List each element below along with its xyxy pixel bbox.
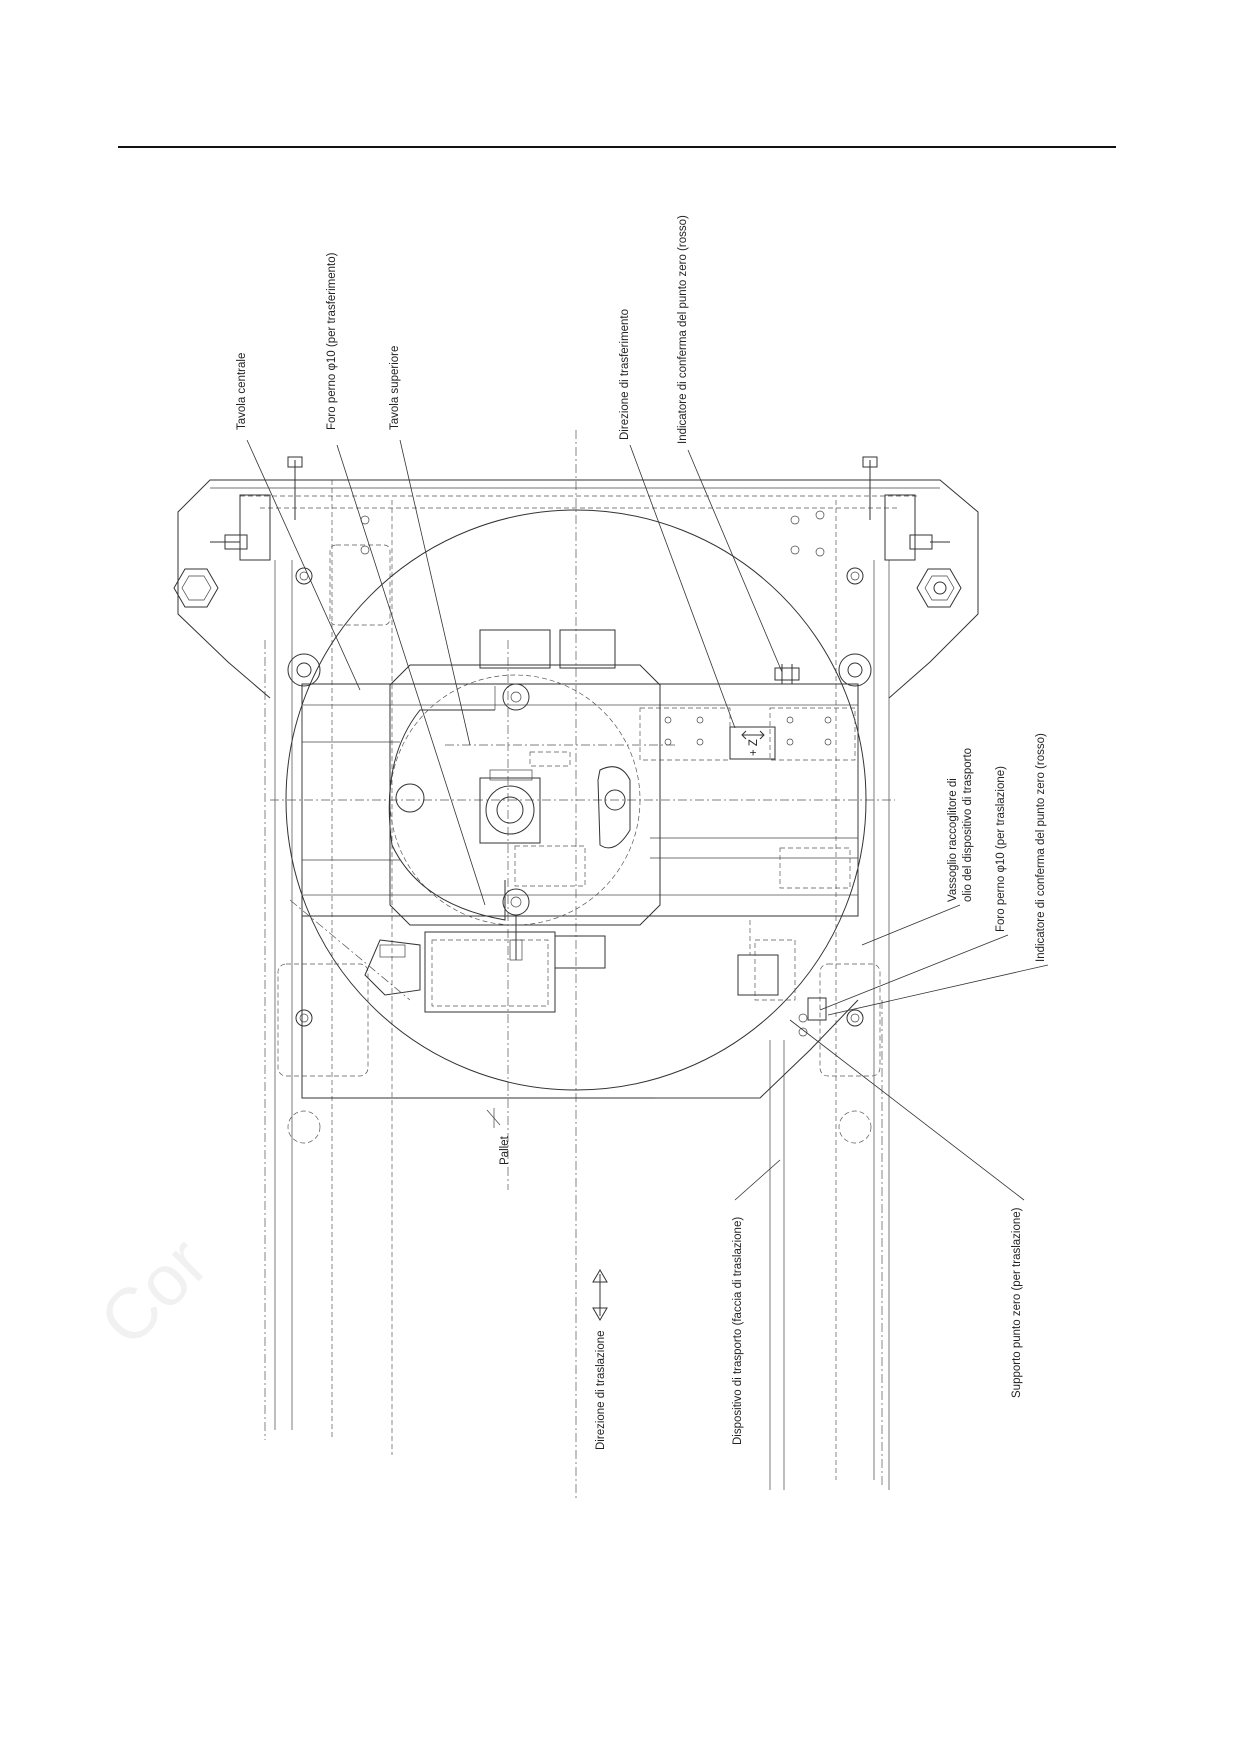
label-direzione-traslazione: Direzione di traslazione [595,1330,607,1450]
label-vassoio-line1: Vassoglio raccoglitore di [947,778,959,902]
label-indicatore-zero-right: Indicatore di conferma del punto zero (r… [1035,733,1047,962]
label-indicatore-zero-top: Indicatore di conferma del punto zero (r… [677,215,689,444]
label-foro-perno-trasferimento: Foro perno φ10 (per trasferimento) [326,252,338,430]
label-supporto-punto-zero: Supporto punto zero (per traslazione) [1011,1207,1023,1398]
callout-labels: Tavola centrale Foro perno φ10 (per tras… [236,215,1047,1450]
label-tavola-centrale: Tavola centrale [236,353,248,430]
label-foro-perno-traslazione: Foro perno φ10 (per traslazione) [995,766,1007,932]
watermark: Cor [85,1223,224,1362]
label-direzione-trasferimento: Direzione di trasferimento [619,309,631,440]
label-vassoio-line2: olio del dispositivo di trasporto [962,748,974,902]
label-dispositivo-trasporto: Dispositivo di trasporto (faccia di tras… [732,1217,744,1445]
leader-lines [246,439,1049,1201]
label-tavola-superiore: Tavola superiore [389,346,401,430]
machine-drawing [173,430,979,1500]
label-pallet: Pallet [499,1135,511,1165]
label-z-mark: + Z [748,739,760,756]
